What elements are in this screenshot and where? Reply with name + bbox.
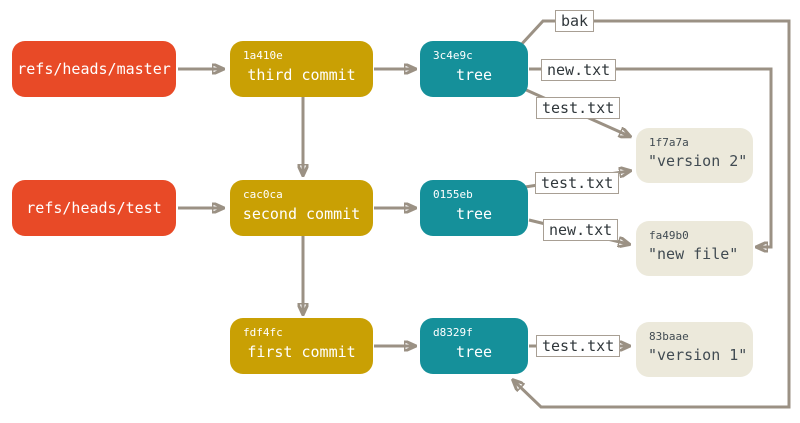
tree-node-0155eb: 0155eb tree bbox=[420, 180, 528, 236]
commit-node-third: 1a410e third commit bbox=[230, 41, 373, 97]
blob-hash: 1f7a7a bbox=[649, 136, 689, 149]
edge-top-tree-newtxt-to-newfile-blob bbox=[529, 67, 773, 247]
commit-node-first: fdf4fc first commit bbox=[230, 318, 373, 374]
tree-hash: 3c4e9c bbox=[433, 49, 473, 62]
ref-label: refs/heads/test bbox=[26, 199, 162, 217]
ref-node-test: refs/heads/test bbox=[12, 180, 176, 236]
commit-message: first commit bbox=[247, 343, 356, 361]
commit-node-second: cac0ca second commit bbox=[230, 180, 373, 236]
ref-node-master: refs/heads/master bbox=[12, 41, 176, 97]
ref-label: refs/heads/master bbox=[17, 60, 171, 78]
tree-node-d8329f: d8329f tree bbox=[420, 318, 528, 374]
commit-hash: fdf4fc bbox=[243, 326, 283, 339]
edge-label-newtxt-mid: new.txt bbox=[543, 219, 619, 241]
edge-bak-to-first-tree bbox=[514, 19, 791, 409]
blob-hash: 83baae bbox=[649, 330, 689, 343]
commit-hash: 1a410e bbox=[243, 49, 283, 62]
tree-hash: 0155eb bbox=[433, 188, 473, 201]
edge-label-bak: bak bbox=[555, 10, 595, 32]
tree-hash: d8329f bbox=[433, 326, 473, 339]
commit-message: second commit bbox=[242, 205, 361, 223]
blob-node-version2: 1f7a7a "version 2" bbox=[636, 128, 753, 183]
edge-label-testtxt-top: test.txt bbox=[536, 97, 621, 119]
blob-content: "version 2" bbox=[648, 152, 748, 170]
blob-node-newfile: fa49b0 "new file" bbox=[636, 221, 753, 276]
blob-hash: fa49b0 bbox=[649, 229, 689, 242]
tree-label: tree bbox=[455, 66, 493, 84]
blob-node-version1: 83baae "version 1" bbox=[636, 322, 753, 377]
edge-label-testtxt-mid: test.txt bbox=[535, 172, 620, 194]
tree-label: tree bbox=[455, 343, 493, 361]
tree-node-3c4e9c: 3c4e9c tree bbox=[420, 41, 528, 97]
tree-label: tree bbox=[455, 205, 493, 223]
edge-label-newtxt-top: new.txt bbox=[541, 59, 617, 81]
commit-hash: cac0ca bbox=[243, 188, 283, 201]
edge-label-testtxt-bottom: test.txt bbox=[536, 335, 621, 357]
blob-content: "new file" bbox=[648, 245, 739, 263]
commit-message: third commit bbox=[247, 66, 356, 84]
blob-content: "version 1" bbox=[648, 346, 748, 364]
